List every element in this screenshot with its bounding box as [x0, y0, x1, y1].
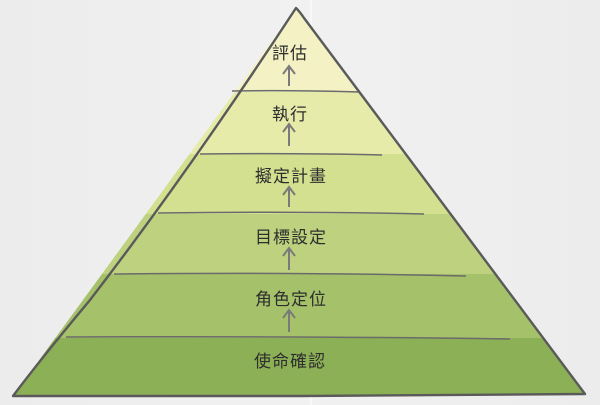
arrow-up-icon [282, 122, 296, 146]
divider-line-5 [65, 336, 511, 340]
tier-band-5 [13, 274, 585, 338]
arrow-up-icon [282, 246, 296, 270]
tier-label-plan: 擬定計畫 [255, 167, 327, 187]
tier-label-role-positioning: 角色定位 [255, 290, 327, 310]
tier-band-6 [13, 338, 585, 396]
divider-line-1 [231, 89, 361, 93]
tier-label-goal-setting: 目標設定 [255, 228, 327, 248]
tier-label-mission-confirmation: 使命確認 [254, 351, 326, 372]
arrow-up-icon [282, 64, 296, 86]
arrow-up-icon [282, 308, 296, 332]
divider-line-4 [113, 272, 467, 277]
pyramid-outline [11, 6, 587, 398]
tier-label-execute: 執行 [272, 105, 308, 125]
tier-label-evaluate: 評估 [272, 44, 308, 64]
divider-line-2 [199, 152, 383, 156]
divider-line-3 [157, 211, 425, 215]
arrow-up-icon [282, 185, 296, 207]
